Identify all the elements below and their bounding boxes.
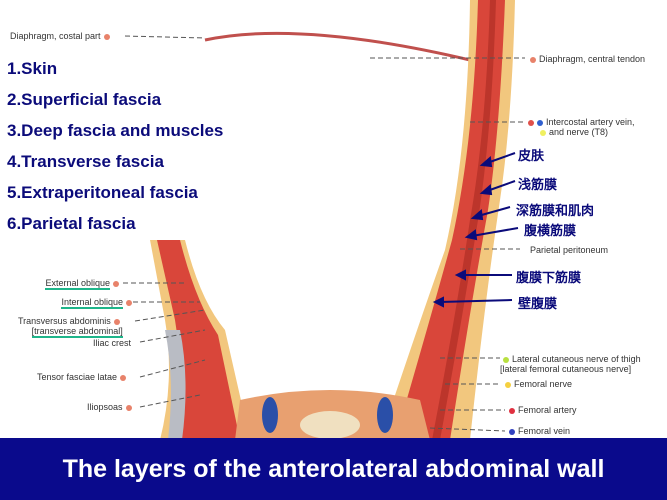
label-internal-oblique: Internal oblique [61,297,135,309]
cn-label-skin: 皮肤 [518,148,545,163]
label-external-oblique: External oblique [45,278,122,290]
layer-extraperitoneal-fascia: 5.Extraperitoneal fascia [7,183,198,202]
cn-label-extraperitoneal-fascia: 腹膜下筋膜 [516,270,582,285]
marker-dot-icon [113,318,120,325]
marker-dot-icon [509,407,515,414]
title-bar: The layers of the anterolateral abdomina… [0,438,667,500]
marker-dot-icon [126,299,132,306]
marker-dot-icon [103,33,110,40]
marker-dot-icon [113,280,119,287]
label-diaphragm-costal: Diaphragm, costal part [10,31,113,41]
label-transversus: Transversus abdominis[transverse abdomin… [18,316,123,338]
marker-dot-icon [537,119,543,126]
cn-label-deep-fascia: 深筋膜和肌肉 [516,203,595,218]
cn-label-parietal-fascia: 壁腹膜 [518,296,558,311]
slide-title: The layers of the anterolateral abdomina… [62,454,605,483]
label-femoral-artery: Femoral artery [506,405,577,415]
cn-label-transverse-fascia: 腹横筋膜 [524,223,577,238]
label-diaphragm-central: Diaphragm, central tendon [527,54,645,64]
layer-skin: 1.Skin [7,59,58,78]
marker-dot-icon [125,404,132,411]
marker-dot-icon [120,374,127,381]
cn-label-superficial-fascia: 浅筋膜 [518,177,558,192]
label-tensor-fasciae-latae: Tensor fasciae latae [37,372,129,382]
label-iliopsoas: Iliopsoas [87,402,135,412]
label-femoral-nerve: Femoral nerve [502,379,572,389]
marker-dot-icon [540,129,546,136]
marker-dot-icon [503,356,509,363]
marker-dot-icon [528,119,534,126]
label-intercostal: Intercostal artery vein,and nerve (T8) [525,117,635,137]
marker-dot-icon [509,428,515,435]
layer-transverse-fascia: 4.Transverse fascia [7,152,164,171]
label-lateral-cutaneous-nerve: Lateral cutaneous nerve of thigh[lateral… [500,354,641,374]
layer-parietal-fascia: 6.Parietal fascia [7,214,136,233]
label-femoral-vein: Femoral vein [506,426,570,436]
layer-deep-fascia: 3.Deep fascia and muscles [7,121,224,140]
marker-dot-icon [530,56,536,63]
label-parietal-peritoneum: Parietal peritoneum [530,245,609,255]
abdominal-wall-illustration [123,0,525,440]
layer-superficial-fascia: 2.Superficial fascia [7,90,162,109]
label-iliac-crest: Iliac crest [93,338,132,348]
marker-dot-icon [505,381,511,388]
